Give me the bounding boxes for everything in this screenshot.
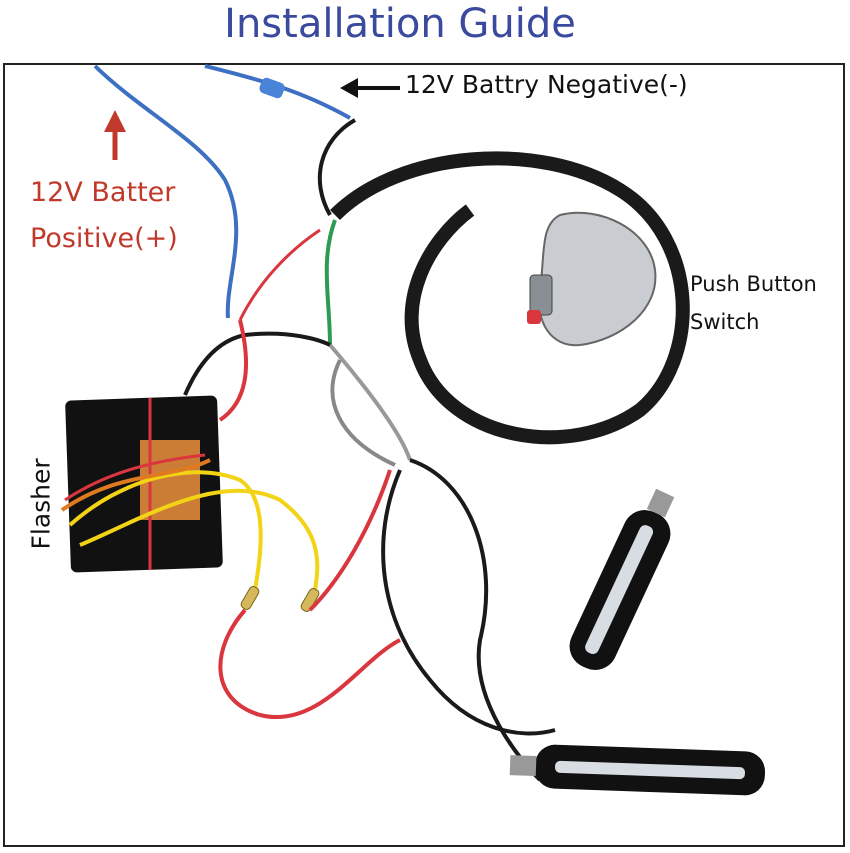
indicator-wire-black-1: [409, 458, 542, 782]
red-wire-switch: [238, 228, 321, 321]
bullet-connector-1: [240, 586, 260, 610]
switch-label-line1: Push Button: [690, 272, 817, 296]
flasher-wire-yellow-2: [79, 488, 320, 591]
black-wire-ground: [317, 118, 356, 216]
flasher-wire-red-top: [218, 319, 248, 422]
switch-cable-loop: [330, 151, 690, 445]
flasher-wire-black: [183, 331, 331, 396]
bullet-connector-2: [300, 588, 320, 612]
flasher-wire-orange: [60, 458, 211, 512]
flasher-wire-yellow-1: [68, 470, 263, 591]
battery-positive-label: 12V Batter Positive(+): [30, 170, 178, 262]
green-wire: [324, 219, 337, 346]
flasher-box: [65, 395, 223, 573]
page-title: Installation Guide: [224, 1, 576, 47]
flasher-label: Flasher: [26, 458, 56, 550]
indicator-light-upper: [569, 488, 675, 670]
indicator-wire-black-2: [381, 469, 556, 736]
arrow-left-icon: [340, 78, 400, 98]
push-button-switch: [527, 211, 657, 347]
arrow-up-icon: [104, 110, 126, 160]
connector-blue: [259, 77, 285, 99]
indicator-light-lower: [509, 744, 766, 796]
switch-label-line2: Switch: [690, 310, 760, 334]
indicator-wire-grey: [330, 359, 396, 467]
battery-positive-line2: Positive(+): [30, 223, 178, 254]
battery-negative-label: 12V Battry Negative(-): [405, 70, 688, 99]
battery-positive-line1: 12V Batter: [30, 177, 176, 208]
flasher-wire-red: [64, 453, 206, 502]
indicator-wire-red-2: [308, 469, 392, 612]
blue-wire-positive: [93, 64, 239, 319]
grey-wire-switch: [328, 343, 412, 461]
push-button-switch-label: Push Button Switch: [690, 265, 817, 341]
indicator-wire-red-1: [218, 608, 401, 719]
